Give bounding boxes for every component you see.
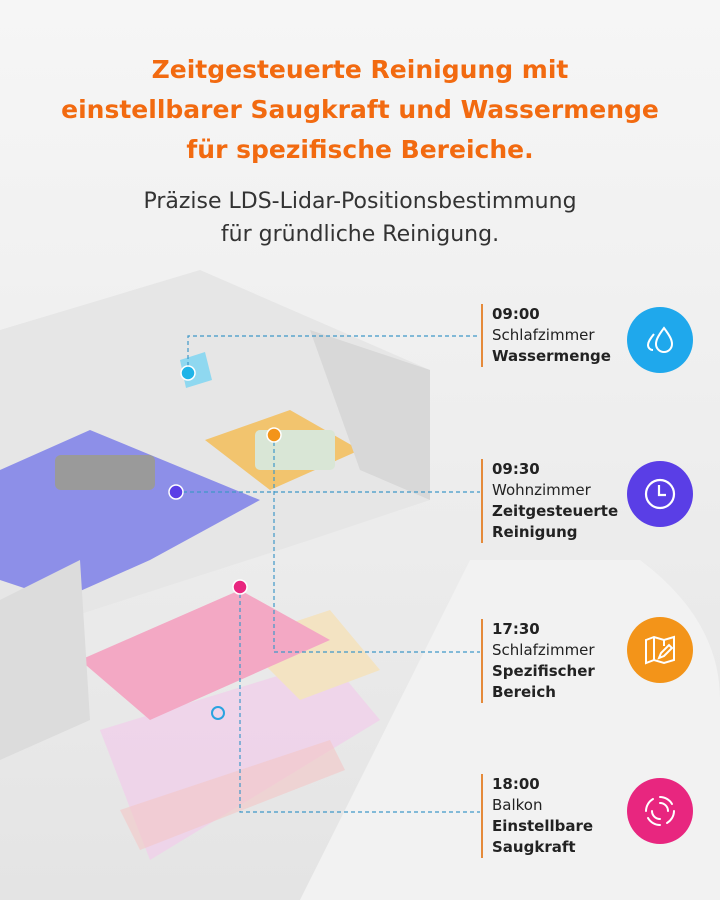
marker-pink: [232, 579, 248, 595]
map-edit-icon: [627, 617, 693, 683]
headline: Zeitgesteuerte Reinigung mit einstellbar…: [61, 55, 659, 164]
schedule-item-2: 09:30 Wohnzimmer Zeitgesteuerte Reinigun…: [481, 459, 618, 543]
robot-vacuum: [211, 706, 225, 720]
schedule-item-3: 17:30 Schlafzimmer Spezifischer Bereich: [481, 619, 595, 703]
marker-purple: [168, 484, 184, 500]
bedroom-wall: [310, 330, 430, 500]
marker-orange: [266, 427, 282, 443]
subheadline: Präzise LDS-Lidar-Positionsbestimmung fü…: [143, 189, 577, 247]
balcony-zone-2: [120, 740, 345, 850]
suction-swirl-icon: [627, 778, 693, 844]
water-drops-icon: [627, 307, 693, 373]
kitchen-wall: [0, 560, 90, 760]
sofa: [55, 455, 155, 490]
clock-icon: [627, 461, 693, 527]
leader-lines: [176, 335, 480, 813]
floor-shadow: [300, 560, 720, 900]
schedule-item-4: 18:00 Balkon Einstellbare Saugkraft: [481, 774, 593, 858]
marker-cyan: [180, 365, 196, 381]
kitchen-zone: [80, 590, 330, 720]
schedule-item-1: 09:00 Schlafzimmer Wassermenge: [481, 304, 611, 367]
